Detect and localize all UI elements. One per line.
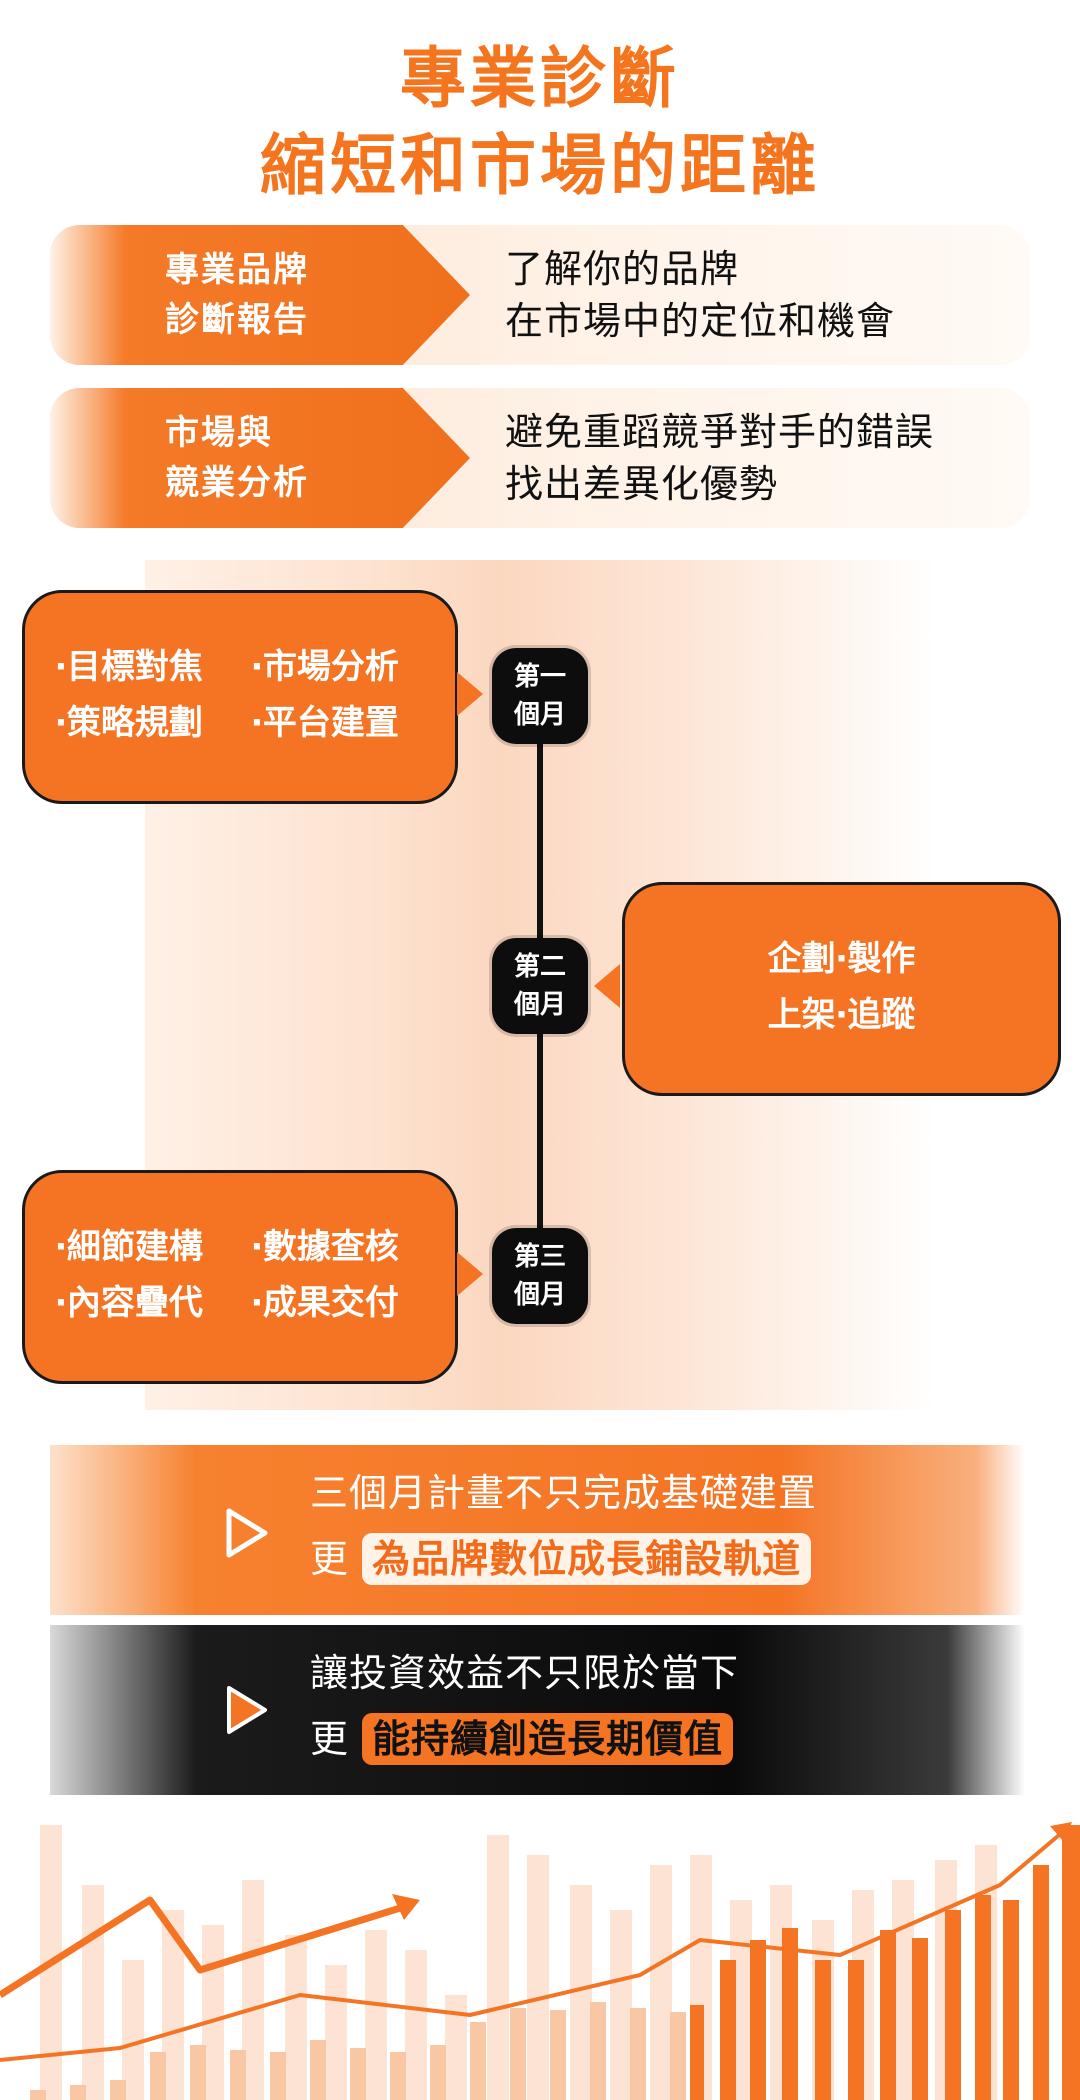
service-tag-label: 專業品牌 診斷報告: [165, 245, 309, 345]
month2-line: 上架‧追蹤: [767, 995, 916, 1035]
month2-line: 企劃‧製作: [767, 939, 916, 979]
service-tag-line: 診斷報告: [165, 300, 309, 340]
month-badge-line: 第二: [513, 952, 566, 982]
callout-line: 三個月計畫不只完成基礎建置: [310, 1471, 818, 1515]
service-tag: [50, 388, 470, 528]
service-desc-line: 在市場中的定位和機會: [505, 299, 896, 343]
trend-arrow-icon: [1050, 1822, 1072, 1842]
service-tag-line: 專業品牌: [165, 250, 309, 290]
callout-dark: 讓投資效益不只限於當下 更 能持續創造長期價值: [50, 1625, 1025, 1795]
play-filled-icon: [227, 1686, 267, 1734]
month3-item: ‧成果交付: [251, 1283, 399, 1323]
month1-badge: 第一 個月: [492, 648, 588, 744]
month2-box: 企劃‧製作 上架‧追蹤: [622, 882, 1061, 1096]
trend-line-right: [0, 1828, 1067, 2062]
service-tag: [50, 225, 470, 365]
month1-item: ‧平台建置: [251, 703, 399, 743]
month-badge-line: 個月: [513, 1280, 566, 1310]
month-badge-line: 個月: [513, 700, 566, 730]
month-badge-line: 第三: [513, 1242, 566, 1272]
play-outline-icon: [226, 1508, 268, 1558]
month1-item: ‧市場分析: [251, 647, 399, 687]
service-row-brand-report: 專業品牌 診斷報告 了解你的品牌 在市場中的定位和機會: [50, 225, 1030, 365]
service-desc-line: 找出差異化優勢: [505, 462, 779, 506]
month2-badge: 第二 個月: [492, 938, 588, 1034]
service-desc-line: 避免重蹈競爭對手的錯誤: [505, 410, 935, 454]
month3-item: ‧內容疊代: [55, 1283, 203, 1323]
service-tag-line: 市場與: [165, 413, 273, 453]
month3-item: ‧數據查核: [251, 1227, 399, 1267]
trend-line-left: [0, 1896, 412, 1998]
service-tag-line: 競業分析: [165, 463, 309, 503]
service-desc-line: 了解你的品牌: [505, 247, 740, 291]
month2-pointer: [594, 964, 620, 1008]
month1-item: ‧目標對焦: [55, 647, 203, 687]
month1-item: ‧策略規劃: [55, 703, 203, 743]
month-badge-line: 個月: [513, 990, 566, 1020]
title-line-1: 專業診斷: [400, 40, 680, 117]
callout-line: 更 能持續創造長期價值: [310, 1706, 739, 1772]
month3-pointer: [457, 1252, 483, 1296]
callout-prefix: 更: [310, 1537, 350, 1581]
bright-bars: [690, 1825, 1080, 2100]
callout-line: 更 為品牌數位成長鋪設軌道: [310, 1526, 817, 1592]
callout-text: 三個月計畫不只完成基礎建置 更 為品牌數位成長鋪設軌道: [310, 1460, 817, 1592]
month3-box: ‧細節建構 ‧數據查核 ‧內容疊代 ‧成果交付: [22, 1170, 458, 1384]
callout-orange: 三個月計畫不只完成基礎建置 更 為品牌數位成長鋪設軌道: [50, 1445, 1025, 1615]
service-tag-label: 市場與 競業分析: [165, 408, 309, 508]
callout-highlight: 為品牌數位成長鋪設軌道: [362, 1533, 812, 1585]
service-description: 避免重蹈競爭對手的錯誤 找出差異化優勢: [505, 406, 934, 510]
month-badge-line: 第一: [513, 662, 566, 692]
trend-arrow-icon: [392, 1894, 420, 1920]
callout-line: 讓投資效益不只限於當下: [310, 1651, 740, 1695]
month3-badge: 第三 個月: [492, 1228, 588, 1324]
service-row-market-analysis: 市場與 競業分析 避免重蹈競爭對手的錯誤 找出差異化優勢: [50, 388, 1030, 528]
mid-bars: [30, 2002, 686, 2100]
decorative-growth-chart: [0, 1822, 1080, 2100]
month3-item: ‧細節建構: [55, 1227, 203, 1267]
title-line-2: 縮短和市場的距離: [260, 127, 820, 204]
month1-pointer: [457, 672, 483, 716]
callout-prefix: 更: [310, 1717, 350, 1761]
callout-highlight: 能持續創造長期價值: [362, 1713, 734, 1765]
callout-text: 讓投資效益不只限於當下 更 能持續創造長期價值: [310, 1640, 739, 1772]
month1-box: ‧目標對焦 ‧市場分析 ‧策略規劃 ‧平台建置: [22, 590, 458, 804]
service-description: 了解你的品牌 在市場中的定位和機會: [505, 243, 895, 347]
